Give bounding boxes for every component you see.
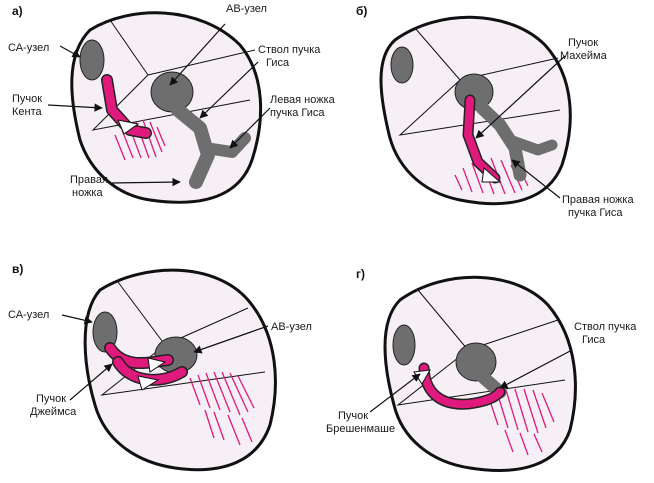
panel-b-mahaim-leader <box>475 55 566 139</box>
panel-a-his-trunk-leader <box>199 61 259 119</box>
panel-b-letter: б) <box>356 4 367 18</box>
panel-c-james-label-2: Джеймса <box>30 406 77 418</box>
panel-c-letter: в) <box>12 262 23 276</box>
panel-d-sa-node <box>392 324 416 366</box>
panel-b-heart-outline <box>379 15 572 206</box>
panel-a-sa-node-label: СА-узел <box>8 42 49 54</box>
panel-d: г) Ствол пучка Гиса Пуч <box>326 267 637 472</box>
panel-c-av-node-label: АВ-узел <box>271 321 312 333</box>
panel-d-brechenmacher-label-2: Брешенмаше <box>326 423 395 435</box>
panel-d-letter: г) <box>356 267 365 281</box>
panel-a-kent-label-1: Пучок <box>12 93 42 105</box>
panel-d-brechenmacher-leader <box>369 373 421 413</box>
panel-a-kent-label-2: Кента <box>12 106 43 118</box>
panel-b-right-branch-label-2: пучка Гиса <box>568 207 623 219</box>
panel-d-his-trunk-label-2: Гиса <box>582 334 606 346</box>
panel-d-his-trunk-label-1: Ствол пучка <box>574 321 637 333</box>
panel-a-septum-lines <box>91 19 256 131</box>
panel-a-sa-node <box>79 39 105 81</box>
panel-d-his-trunk-leader <box>499 349 573 389</box>
panel-a-av-node <box>150 71 194 113</box>
panel-a-left-branch-leader <box>229 107 271 149</box>
panel-c-james-leader <box>69 363 113 401</box>
panel-c-sa-node-label: СА-узел <box>8 309 49 321</box>
panel-a-av-node-label: АВ-узел <box>226 3 267 15</box>
panel-a-kent-leader <box>47 103 103 112</box>
panel-c-sa-leader <box>61 314 93 325</box>
panel-a-letter: а) <box>12 4 23 18</box>
panel-c-purkinje-hatch <box>189 371 255 446</box>
panel-d-brechenmacher-label-1: Пучок <box>338 410 368 422</box>
panel-a-his-trunk-label-2: Гиса <box>266 57 290 69</box>
panel-a-his-trunk-label-1: Ствол пучка <box>258 44 321 56</box>
panel-a-right-branch-label-1: Правая <box>70 174 108 186</box>
panel-a-left-branch-label-1: Левая ножка <box>270 94 336 106</box>
panel-a: а) СА-узел АВ-узел <box>8 3 336 204</box>
panel-c-james-label-1: Пучок <box>36 393 66 405</box>
panel-a-left-branch-label-2: пучка Гиса <box>270 107 325 119</box>
panel-a-right-branch-label-2: ножка <box>72 187 103 199</box>
panel-a-his-bundle <box>171 103 251 189</box>
panel-b-mahaim-label-2: Махейма <box>560 50 608 62</box>
panel-b-mahaim-label-1: Пучок <box>568 37 598 49</box>
panel-a-kent-bundle <box>101 74 152 139</box>
panel-b-right-branch-label-1: Правая ножка <box>562 194 634 206</box>
panel-a-av-leader <box>169 23 226 86</box>
panel-b-right-branch-leader <box>511 159 561 199</box>
panel-c-sa-node <box>92 311 118 353</box>
panel-b-mahaim-bundle <box>462 94 502 184</box>
panel-a-right-branch-leader <box>111 177 181 187</box>
panel-a-sa-leader <box>59 45 81 58</box>
panel-c: в) СА-узел А <box>8 262 312 472</box>
panel-b-sa-node <box>390 46 414 84</box>
panel-d-av-node <box>455 342 497 382</box>
panel-b: б) Пучок Махейма Правая ножка <box>356 4 634 219</box>
panel-c-james-bundle <box>104 342 188 391</box>
panel-d-brechenmacher-bundle <box>413 362 506 410</box>
panel-c-av-leader <box>193 325 269 354</box>
